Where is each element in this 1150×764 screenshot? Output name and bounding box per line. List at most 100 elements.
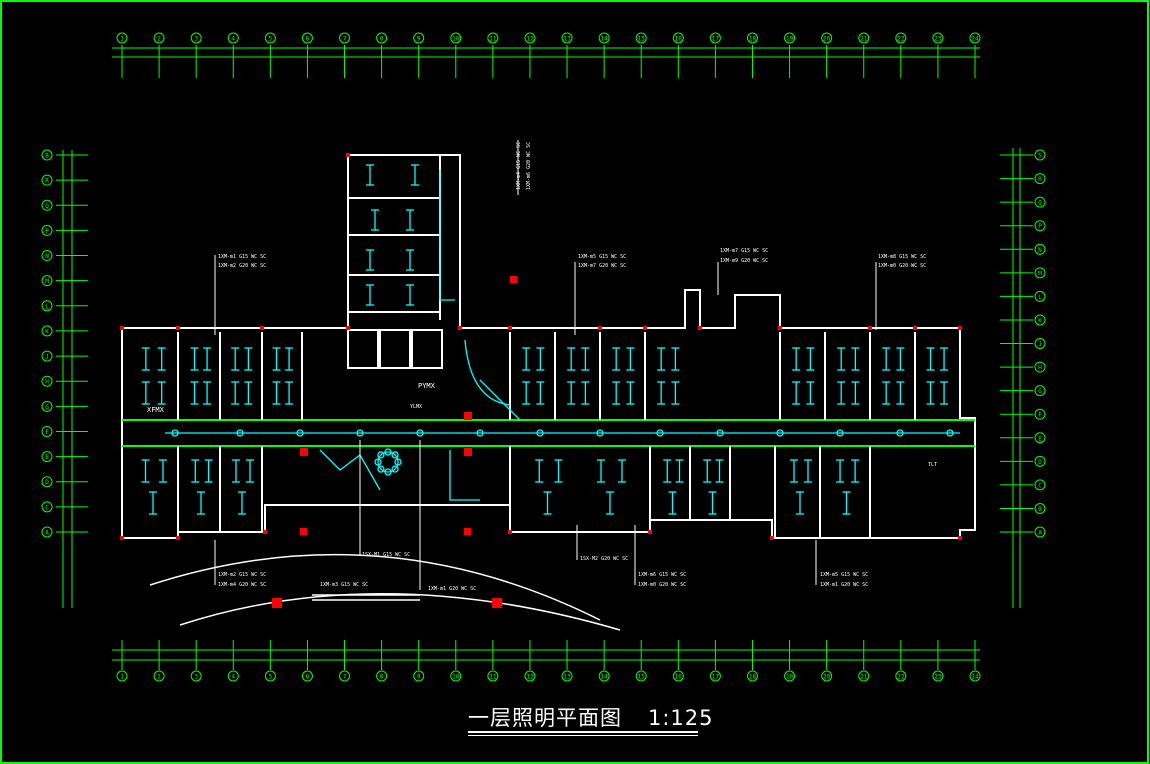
circuit-label: 1XM-m8 G15 WC SC bbox=[878, 254, 926, 260]
axis-label: Q bbox=[45, 203, 49, 210]
axis-label: 24 bbox=[971, 36, 979, 43]
axis-bubble: A bbox=[1000, 526, 1046, 538]
curved-wall bbox=[464, 339, 511, 406]
axis-bubble: 20 bbox=[821, 640, 833, 682]
red-markers bbox=[120, 153, 962, 608]
axis-label: 1 bbox=[120, 674, 124, 681]
axis-bubble: B bbox=[41, 149, 88, 161]
ceiling-light-icon bbox=[776, 429, 784, 437]
axis-label: 20 bbox=[823, 36, 831, 43]
axis-label: J bbox=[45, 354, 49, 361]
axis-label: J bbox=[1038, 341, 1042, 348]
axis-bubble: 24 bbox=[969, 640, 981, 682]
axis-bubble: 1 bbox=[116, 640, 128, 682]
axis-bubble: 4 bbox=[227, 640, 239, 682]
ceiling-light-icon bbox=[836, 429, 844, 437]
red-marker bbox=[510, 276, 517, 283]
axis-label: 15 bbox=[638, 36, 646, 43]
axis-label: B bbox=[45, 153, 49, 160]
axis-bubble: 4 bbox=[227, 32, 239, 78]
red-marker bbox=[300, 448, 308, 456]
axis-bubble: M bbox=[1000, 267, 1046, 279]
axis-label: 5 bbox=[269, 674, 273, 681]
axis-bubble: 12 bbox=[524, 32, 536, 78]
axis-label: E bbox=[45, 454, 49, 461]
branch-wiring bbox=[449, 450, 480, 501]
axis-bubble: 5 bbox=[264, 32, 276, 78]
axis-label: 11 bbox=[489, 36, 497, 43]
axis-label: 6 bbox=[306, 36, 310, 43]
drawing-scale: 1:125 bbox=[648, 706, 714, 730]
axis-bubble: F bbox=[41, 425, 88, 437]
axis-bubble: Q bbox=[41, 199, 88, 211]
side-dimension-lines bbox=[62, 148, 1021, 608]
axis-bubble: 2 bbox=[153, 640, 165, 682]
ceiling-light-icon bbox=[356, 429, 364, 437]
axis-bubble: 21 bbox=[858, 640, 870, 682]
column-marker bbox=[120, 536, 124, 540]
drawing-title-main: 一层照明平面图 bbox=[468, 706, 622, 730]
column-marker bbox=[346, 326, 350, 330]
axis-bubble: 17 bbox=[709, 32, 721, 78]
column-marker bbox=[770, 536, 774, 540]
ceiling-light-icon bbox=[716, 429, 724, 437]
axis-bubble: 18 bbox=[746, 32, 758, 78]
circuit-label: 1XM-m1 G20 WC SC bbox=[428, 586, 476, 592]
column-marker bbox=[868, 326, 872, 330]
ceiling-light-icon bbox=[596, 429, 604, 437]
axis-label: 22 bbox=[897, 36, 905, 43]
axis-label: 4 bbox=[231, 36, 235, 43]
circuit-label: 1XM-m2 G15 WC SC bbox=[218, 572, 266, 578]
branch-wiring bbox=[479, 379, 521, 421]
axis-bubble: S bbox=[1000, 149, 1046, 161]
axis-label: M bbox=[1038, 270, 1042, 277]
red-marker bbox=[464, 448, 472, 456]
axis-bubble: K bbox=[1000, 314, 1046, 326]
axis-label: 2 bbox=[157, 36, 161, 43]
chandelier-icon bbox=[377, 451, 399, 473]
circuit-label: 1XM-m6 G15 WC SC bbox=[638, 572, 686, 578]
axis-bubble: 22 bbox=[895, 640, 907, 682]
axis-bubble: 20 bbox=[821, 32, 833, 78]
chandelier-lamp-icon bbox=[394, 458, 402, 466]
axis-bubble: 12 bbox=[524, 640, 536, 682]
circuit-label: 1XM-m7 G15 WC SC bbox=[720, 248, 768, 254]
circuit-label: 1SX-M1 G15 WC SC bbox=[362, 552, 410, 558]
axis-label: 7 bbox=[343, 674, 347, 681]
chandelier-lamp-icon bbox=[377, 465, 385, 473]
axis-label: 10 bbox=[452, 36, 460, 43]
axis-label: 13 bbox=[563, 36, 571, 43]
circuit-label: 1XM-m1 G20 WC SC bbox=[820, 582, 868, 588]
chandelier-lamp-icon bbox=[391, 465, 399, 473]
axis-label: 23 bbox=[934, 36, 942, 43]
axis-bubble: C bbox=[41, 501, 88, 513]
ceiling-light-icon bbox=[656, 429, 664, 437]
column-marker bbox=[120, 326, 124, 330]
axis-label: B bbox=[1038, 506, 1042, 513]
axis-label: A bbox=[45, 530, 49, 537]
circuit-label: 1XM-m2 G20 WC SC bbox=[218, 263, 266, 269]
axis-label: 5 bbox=[269, 36, 273, 43]
axis-label: D bbox=[45, 479, 49, 486]
axis-bubble: 13 bbox=[561, 32, 573, 78]
axis-bubble: E bbox=[1000, 432, 1046, 444]
axis-label: L bbox=[1038, 294, 1042, 301]
axis-label: 9 bbox=[417, 36, 421, 43]
axis-bubble: P bbox=[41, 224, 88, 236]
circuit-label: 1XM-m7 G20 WC SC bbox=[578, 263, 626, 269]
axis-bubble: H bbox=[41, 375, 88, 387]
axis-label: 14 bbox=[601, 36, 609, 43]
column-marker bbox=[648, 530, 652, 534]
column-marker bbox=[508, 530, 512, 534]
axis-bubble: 16 bbox=[672, 640, 684, 682]
circuit-label: 1SX-M2 G20 WC SC bbox=[580, 556, 628, 562]
axis-label: A bbox=[1038, 530, 1042, 537]
column-marker bbox=[698, 326, 702, 330]
axis-bubble: G bbox=[1000, 385, 1046, 397]
ceiling-light-icon bbox=[536, 429, 544, 437]
axis-label: K bbox=[1038, 317, 1042, 324]
axis-label: K bbox=[45, 328, 49, 335]
circuit-label: 1XM-m5 G15 WC SC bbox=[578, 254, 626, 260]
